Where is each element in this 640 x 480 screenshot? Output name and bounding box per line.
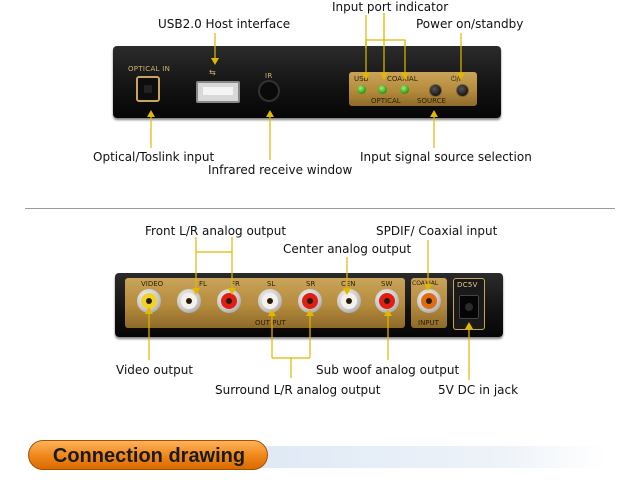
cen-label: CEN <box>341 280 356 288</box>
fr-jack[interactable] <box>217 289 241 313</box>
callout-infrared: Infrared receive window <box>208 163 353 177</box>
coaxial-led <box>400 85 409 94</box>
dc-label: DC5V <box>457 281 478 289</box>
sw-label: SW <box>381 280 393 288</box>
callout-video-output: Video output <box>116 363 194 377</box>
output-label: OUT PUT <box>255 319 286 327</box>
usb-icon: ⇆ <box>209 68 216 77</box>
sr-label: SR <box>306 280 316 288</box>
sw-jack[interactable] <box>375 289 399 313</box>
coaxial-indicator-label: COAXIAL <box>387 75 418 83</box>
callout-input-port-indicator: Input port indicator <box>332 0 449 14</box>
callout-surround-lr: Surround L/R analog output <box>215 383 381 397</box>
callout-usb-host: USB2.0 Host interface <box>158 17 291 31</box>
usb-indicator-label: USB <box>354 75 369 83</box>
callout-optical-toslink: Optical/Toslink input <box>93 150 215 164</box>
bottom-device-panel: VIDEO FL FR SL SR CEN SW OUT PUT COAXIAL… <box>115 273 503 337</box>
banner-title: Connection drawing <box>52 445 246 467</box>
input-label: INPUT <box>418 319 439 327</box>
usb-port[interactable] <box>196 81 240 103</box>
optical-led <box>378 85 387 94</box>
sl-jack[interactable] <box>258 289 282 313</box>
coaxial-jack[interactable] <box>417 289 441 313</box>
sl-label: SL <box>267 280 276 288</box>
callout-dc-in: 5V DC in jack <box>438 383 519 397</box>
source-label: SOURCE <box>417 97 446 105</box>
callout-sub-woof: Sub woof analog output <box>316 363 460 377</box>
optical-in-label: OPTICAL IN <box>128 65 171 73</box>
video-label: VIDEO <box>141 280 164 288</box>
dc-jack[interactable] <box>459 295 479 319</box>
optical-port[interactable] <box>136 76 160 102</box>
callout-power-standby: Power on/standby <box>416 17 524 31</box>
usb-led <box>357 85 366 94</box>
banner-underline <box>262 446 607 468</box>
callout-input-source-selection: Input signal source selection <box>360 150 532 164</box>
fr-label: FR <box>231 280 240 288</box>
ir-label: IR <box>265 72 273 80</box>
connection-drawing-banner: Connection drawing <box>28 440 268 470</box>
fl-jack[interactable] <box>177 289 201 313</box>
optical-source-label: OPTICAL <box>371 97 401 105</box>
source-button[interactable] <box>429 84 442 97</box>
power-label: ⏻/I <box>451 75 461 83</box>
coaxial-input-label: COAXIAL <box>412 280 439 287</box>
callout-spdif-coaxial: SPDIF/ Coaxial input <box>376 224 498 238</box>
sr-jack[interactable] <box>298 289 322 313</box>
top-device-panel: OPTICAL IN ⇆ IR USB COAXIAL ⏻/I OPTICAL … <box>113 46 501 118</box>
ir-window <box>258 80 280 102</box>
power-button[interactable] <box>456 84 469 97</box>
cen-jack[interactable] <box>337 289 361 313</box>
section-divider <box>25 208 615 209</box>
top-faceplate <box>349 72 477 106</box>
fl-label: FL <box>199 280 207 288</box>
callout-front-lr: Front L/R analog output <box>145 224 287 238</box>
callout-center: Center analog output <box>283 242 412 256</box>
